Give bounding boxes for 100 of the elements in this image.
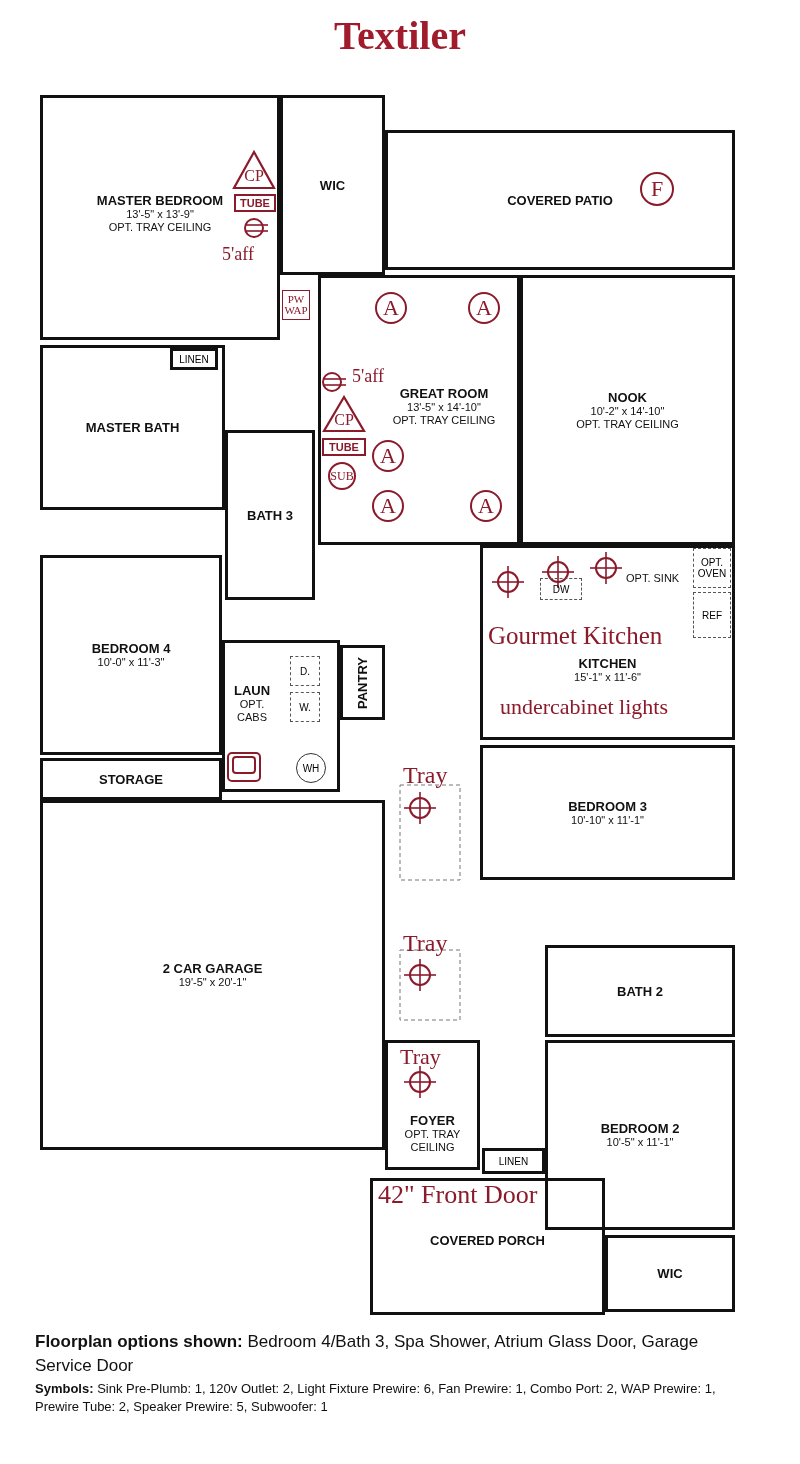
appliance-outline xyxy=(290,692,320,722)
room-note: 10'-2" x 14'-10" xyxy=(590,404,665,418)
closet-outline xyxy=(482,1148,545,1174)
symbol-label: LINEN xyxy=(498,1155,529,1167)
room-outline xyxy=(40,555,222,755)
room-outline xyxy=(340,645,385,720)
symbol-label: CP xyxy=(244,168,264,184)
symbol-label: SUB xyxy=(330,470,354,482)
symbol-label: A xyxy=(380,445,396,467)
room-note: 10'-5" x 11'-1" xyxy=(606,1136,674,1149)
room-outline xyxy=(40,800,385,1150)
symbol-label: A xyxy=(380,495,396,517)
room-outline xyxy=(545,945,735,1037)
symbol-label: A xyxy=(476,297,492,319)
closet-outline xyxy=(170,348,218,370)
room-note: OPT. TRAY CEILING xyxy=(108,221,212,234)
room-note: OPT. TRAY CEILING xyxy=(576,417,679,431)
symbol-label: REF xyxy=(702,609,722,621)
room-name: 2 CAR GARAGE xyxy=(162,961,263,976)
room-name: BATH 2 xyxy=(617,983,663,999)
room-name: PANTRY xyxy=(355,656,370,709)
room-outline xyxy=(605,1235,735,1312)
annotation: Tray xyxy=(400,1044,441,1070)
circle-symbol xyxy=(470,490,502,522)
symbol-label: LINEN xyxy=(179,353,209,365)
appliance-outline xyxy=(693,592,731,638)
symbol-label: W. xyxy=(299,701,311,713)
room-note: OPT. TRAY CEILING xyxy=(403,1128,462,1154)
symbol-label: CP xyxy=(334,412,354,428)
fan-symbol xyxy=(640,172,674,206)
annotation: Tray xyxy=(403,930,448,957)
room-name: COVERED PORCH xyxy=(430,1233,545,1248)
room-note: OPT. TRAY CEILING xyxy=(392,414,496,427)
room-outline xyxy=(40,95,280,340)
annotation: 5'aff xyxy=(352,366,384,387)
tube-symbol xyxy=(322,438,366,456)
options-note: Floorplan options shown: Bedroom 4/Bath 3, Spa Shower, Atrium Glass Door, Garage Service Door xyxy=(35,1331,700,1377)
annotation: 42" Front Door xyxy=(378,1180,538,1210)
circle-symbol xyxy=(375,292,407,324)
room-outline xyxy=(40,758,222,800)
room-outline xyxy=(480,745,735,880)
annotation: 5'aff xyxy=(222,244,254,265)
room-note: 13'-5" x 13'-9" xyxy=(126,208,194,221)
room-name: WIC xyxy=(657,1266,683,1281)
triangle-symbol xyxy=(322,395,366,433)
circle-symbol xyxy=(372,440,404,472)
circle-symbol xyxy=(328,462,356,490)
room-name: MASTER BATH xyxy=(85,420,180,435)
room-name: KITCHEN xyxy=(578,656,637,671)
room-name: STORAGE xyxy=(98,771,164,787)
circle-symbol xyxy=(372,490,404,522)
room-outline xyxy=(480,545,735,740)
room-name: BEDROOM 2 xyxy=(600,1121,680,1136)
fixture-label: OPT. SINK xyxy=(626,572,680,584)
appliance-outline xyxy=(540,578,582,600)
room-name: WIC xyxy=(319,177,346,193)
room-outline xyxy=(385,130,735,270)
triangle-symbol xyxy=(232,150,276,190)
room-note: 19'-5" x 20'-1" xyxy=(178,976,247,989)
room-name: LAUN xyxy=(233,683,271,698)
room-outline xyxy=(520,275,735,545)
room-note: OPT. CABS xyxy=(236,698,268,724)
tube-symbol xyxy=(234,194,276,212)
annotation: undercabinet lights xyxy=(500,694,668,720)
room-note: 10'-0" x 11'-3" xyxy=(97,656,165,669)
room-outline xyxy=(225,430,315,600)
room-name: NOOK xyxy=(608,389,647,405)
circle-symbol xyxy=(468,292,500,324)
symbol-label: D. xyxy=(300,665,310,677)
symbol-label: PW WAP xyxy=(283,294,309,316)
room-name: BEDROOM 4 xyxy=(91,641,171,656)
room-outline xyxy=(370,1178,605,1315)
room-outline xyxy=(545,1040,735,1230)
symbol-label: DW xyxy=(552,583,570,595)
symbol-label: TUBE xyxy=(329,441,359,453)
appliance-outline xyxy=(290,656,320,686)
room-note: 13'-5" x 14'-10" xyxy=(407,401,481,414)
symbol-label: A xyxy=(478,495,494,517)
room-name: BATH 3 xyxy=(247,507,293,523)
room-name: BEDROOM 3 xyxy=(568,798,647,814)
symbol-label: TUBE xyxy=(240,197,270,209)
room-name: COVERED PATIO xyxy=(507,192,613,208)
annotation: Tray xyxy=(403,762,448,789)
symbols-note: Symbols: Sink Pre-Plumb: 1, 120v Outlet: 2, Light Fixture Prewire: 6, Fan Prewire: 1, Combo Port: 2, WAP Prewire: 1, Prewire Tube: 2, Speaker Prewire: 5, Subwoofer: 1 xyxy=(35,1380,717,1417)
symbol-label: A xyxy=(383,297,399,319)
room-outline xyxy=(318,275,520,545)
appliance-outline xyxy=(693,548,731,588)
room-name: MASTER BEDROOM xyxy=(96,193,224,208)
symbol-label: F xyxy=(650,178,664,200)
room-name: FOYER xyxy=(410,1113,455,1128)
room-note: 15'-1" x 11'-6" xyxy=(574,671,641,684)
symbol-label: WH xyxy=(302,762,320,774)
room-note: 10'-10" x 11'-1" xyxy=(571,813,644,827)
title: Textiler xyxy=(333,12,467,59)
annotation: Gourmet Kitchen xyxy=(488,622,663,650)
room-outline xyxy=(280,95,385,275)
room-outline xyxy=(222,640,340,792)
symbol-label: OPT. OVEN xyxy=(696,557,728,579)
room-outline xyxy=(40,345,225,510)
room-outline xyxy=(385,1040,480,1170)
